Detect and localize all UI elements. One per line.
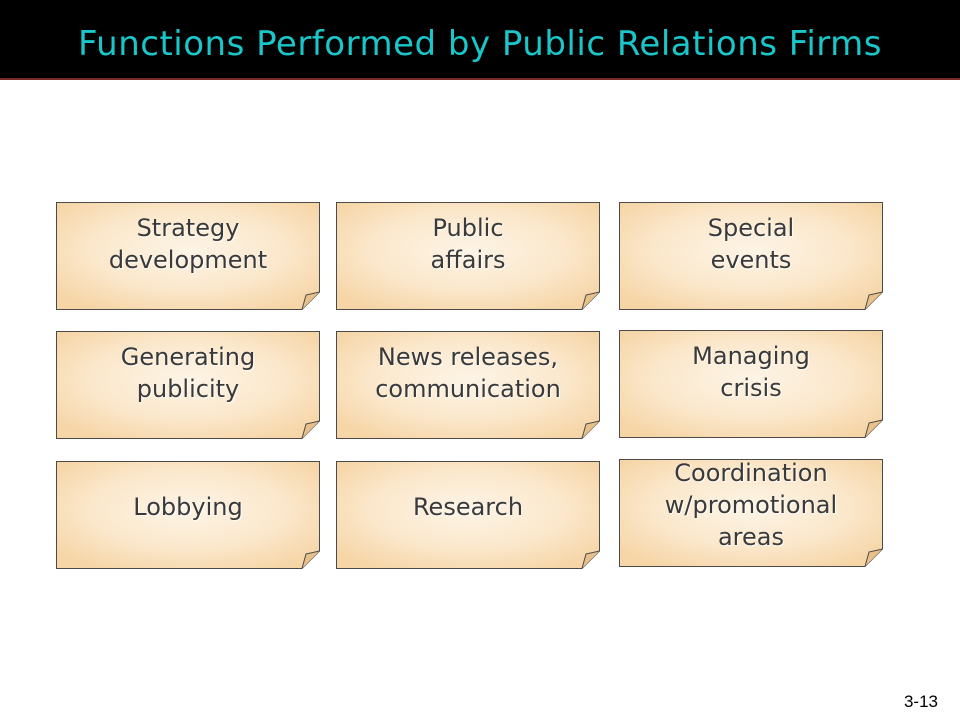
function-card-coordination: Coordination w/promotional areas bbox=[619, 459, 883, 567]
card-label: News releases, communication bbox=[375, 343, 561, 403]
card-label: Strategy development bbox=[108, 214, 268, 274]
function-card-special-events: Special events bbox=[619, 202, 883, 310]
card-label: Managing crisis bbox=[692, 342, 810, 402]
card-label: Coordination w/promotional areas bbox=[664, 459, 838, 551]
folded-note-shape bbox=[56, 331, 320, 439]
folded-note-shape bbox=[619, 330, 883, 438]
function-card-research: Research bbox=[336, 461, 600, 569]
function-card-managing-crisis: Managing crisis bbox=[619, 330, 883, 438]
page-number: 3-13 bbox=[903, 692, 938, 711]
function-card-lobbying: Lobbying bbox=[56, 461, 320, 569]
folded-note-shape bbox=[619, 202, 883, 310]
function-card-news-releases: News releases, communication bbox=[336, 331, 600, 439]
card-label: Research bbox=[412, 493, 524, 521]
card-label: Lobbying bbox=[133, 493, 243, 521]
folded-note-shape bbox=[619, 459, 883, 567]
function-card-strategy-development: Strategy development bbox=[56, 202, 320, 310]
function-card-public-affairs: Public affairs bbox=[336, 202, 600, 310]
title-bar bbox=[0, 0, 960, 80]
card-label: Special events bbox=[707, 214, 795, 274]
folded-note-shape bbox=[336, 331, 600, 439]
function-card-generating-publicity: Generating publicity bbox=[56, 331, 320, 439]
folded-note-shape bbox=[336, 202, 600, 310]
card-label: Public affairs bbox=[430, 214, 506, 274]
folded-note-shape bbox=[56, 461, 320, 569]
folded-note-shape bbox=[56, 202, 320, 310]
folded-note-shape bbox=[336, 461, 600, 569]
page-title: Functions Performed by Public Relations … bbox=[77, 24, 883, 64]
card-label: Generating publicity bbox=[120, 343, 256, 403]
